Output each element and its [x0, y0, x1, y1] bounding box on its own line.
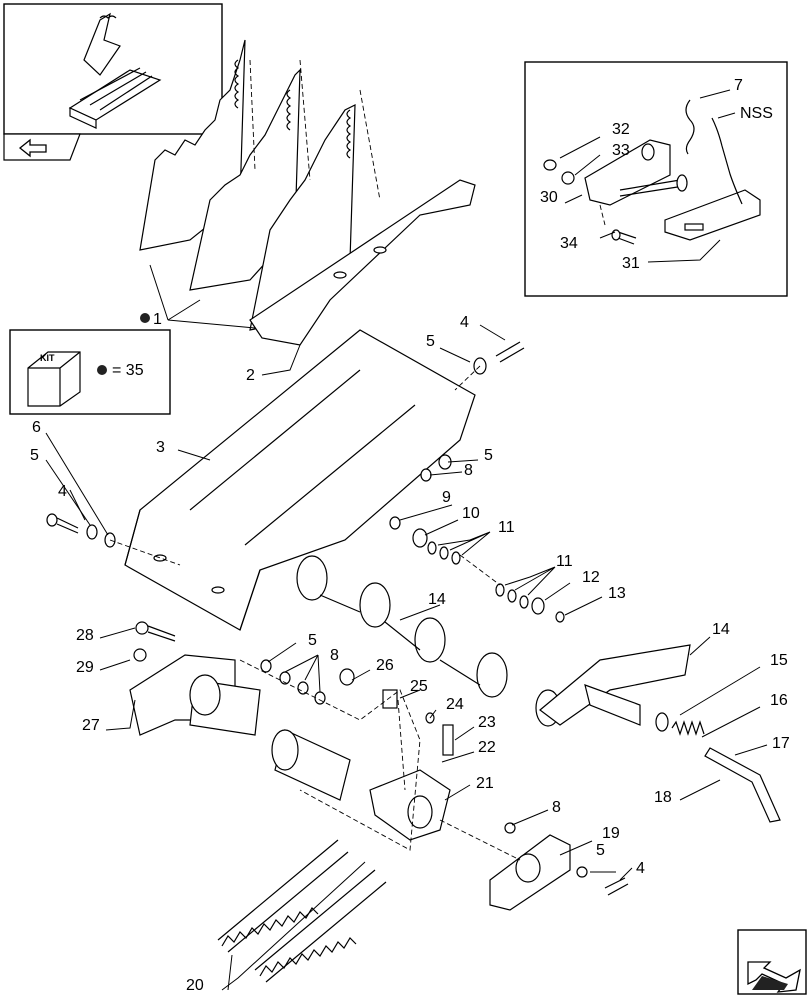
callout-26: 26: [376, 657, 394, 674]
callout-21: 21: [476, 775, 494, 792]
callout-22: 22: [478, 739, 496, 756]
callout-5: 5: [308, 632, 317, 649]
callout-11: 11: [498, 519, 515, 536]
callout-leader-lines: [45, 89, 768, 991]
kit-equals-label: = 35: [112, 362, 144, 379]
callout-11: 11: [556, 553, 573, 570]
callout-10: 10: [462, 505, 480, 522]
callout-13: 13: [608, 585, 626, 602]
roller-shaft: [296, 555, 561, 727]
callout-24: 24: [446, 696, 464, 713]
callout-14: 14: [428, 591, 446, 608]
callout-31: 31: [622, 255, 640, 272]
callout-12: 12: [582, 569, 600, 586]
callout-1: 1: [153, 311, 162, 328]
callout-17: 17: [772, 735, 790, 752]
spring-rod: [655, 712, 781, 823]
callout-4: 4: [58, 483, 67, 500]
thumbnail-inset[interactable]: [3, 3, 223, 161]
mounting-plate: [489, 834, 571, 911]
callout-7: 7: [734, 77, 743, 94]
callout-18: 18: [654, 789, 672, 806]
callout-5: 5: [484, 447, 493, 464]
callout-8: 8: [552, 799, 561, 816]
lever-arm: [539, 644, 691, 726]
callout-14: 14: [712, 621, 730, 638]
callout-9: 9: [442, 489, 451, 506]
guard-plate: [124, 329, 476, 631]
callout-2: 2: [246, 367, 255, 384]
callout-labels: 1 2 3 4 4 4 5 5 5 5 5 6 7 8 8 8 9 10 11 …: [30, 77, 790, 994]
kit-label: KIT: [40, 353, 55, 363]
callout-27: 27: [82, 717, 100, 734]
callout-4: 4: [460, 314, 469, 331]
callout-3: 3: [156, 439, 165, 456]
callout-25: 25: [410, 678, 428, 695]
pivot-tube-assembly: [129, 654, 351, 801]
callout-19: 19: [602, 825, 620, 842]
callout-23: 23: [478, 714, 496, 731]
detail-inset: [524, 61, 788, 297]
tension-springs: [217, 839, 387, 983]
callout-15: 15: [770, 652, 788, 669]
assembly-dashed-lines: [109, 365, 521, 861]
knife-holder-bar: [249, 179, 476, 346]
pivot-bracket: [369, 689, 454, 841]
hardware-bolts-washers: [46, 341, 629, 896]
callout-32: 32: [612, 121, 630, 138]
next-page-arrow-icon[interactable]: [737, 929, 807, 995]
callout-nss: NSS: [740, 105, 773, 122]
callout-4: 4: [636, 860, 645, 877]
callout-29: 29: [76, 659, 94, 676]
callout-30: 30: [540, 189, 558, 206]
callout-33: 33: [612, 142, 630, 159]
thumbnail-back-arrow-icon[interactable]: [18, 138, 47, 158]
callout-6: 6: [32, 419, 41, 436]
callout-8: 8: [464, 462, 473, 479]
callout-8: 8: [330, 647, 339, 664]
kit-marker-dot: [140, 313, 150, 323]
callout-5: 5: [596, 842, 605, 859]
callout-20: 20: [186, 977, 204, 994]
callout-28: 28: [76, 627, 94, 644]
callout-5: 5: [426, 333, 435, 350]
callout-5: 5: [30, 447, 39, 464]
kit-legend-box: KIT = 35: [9, 329, 171, 415]
callout-16: 16: [770, 692, 788, 709]
callout-34: 34: [560, 235, 578, 252]
